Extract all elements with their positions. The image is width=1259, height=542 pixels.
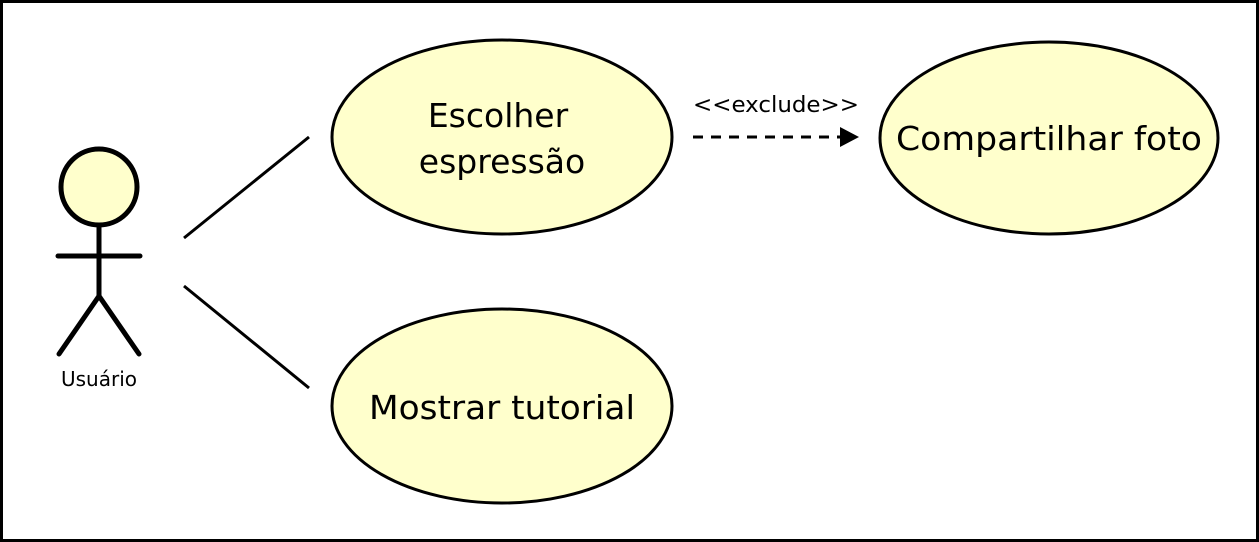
use-case-label: Compartilhar foto: [896, 119, 1202, 158]
use-case-label-line2: espressão: [419, 142, 585, 181]
actor-head: [58, 146, 140, 228]
use-case-ellipse: [878, 40, 1220, 236]
actor-left-leg: [56, 293, 102, 357]
dependency-arrowhead: [840, 127, 859, 147]
use-case-ellipse: [330, 38, 674, 236]
use-case-label-line1: Escolher: [428, 96, 569, 135]
actor-right-leg: [96, 293, 142, 357]
use-case-label: Mostrar tutorial: [369, 388, 635, 427]
actor-usuario: Usuário: [55, 146, 143, 391]
exclude-dependency: <<exclude>>: [693, 93, 859, 147]
use-case-mostrar-tutorial: Mostrar tutorial: [330, 307, 674, 505]
actor-label: Usuário: [61, 367, 137, 391]
stereotype-label: <<exclude>>: [693, 93, 859, 118]
association-escolher: [183, 135, 310, 240]
use-case-ellipse: [330, 307, 674, 505]
use-case-escolher-espressao: Escolher espressão: [330, 38, 674, 236]
association-tutorial: [183, 284, 310, 390]
use-case-compartilhar-foto: Compartilhar foto: [878, 40, 1220, 236]
